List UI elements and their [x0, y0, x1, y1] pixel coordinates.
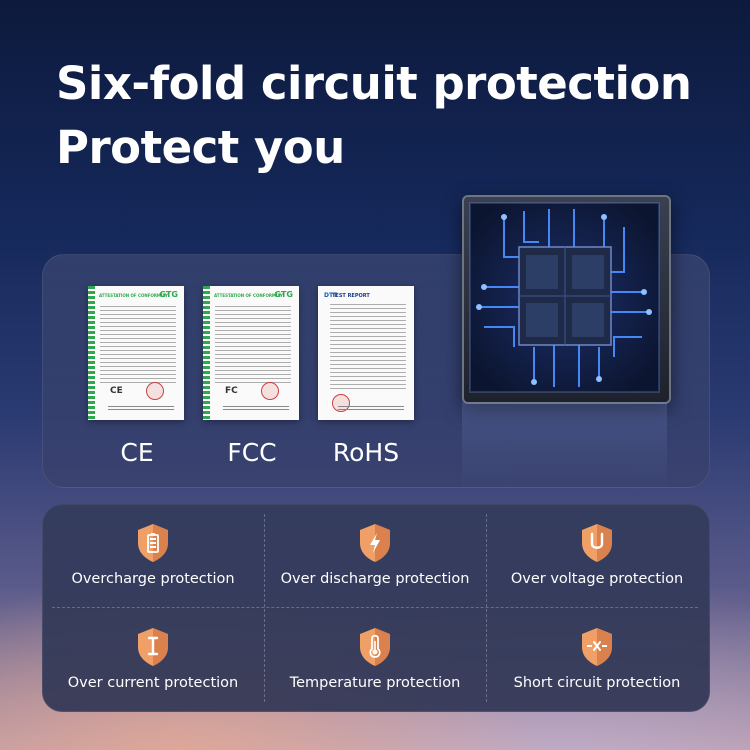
- divider: [52, 607, 698, 608]
- chip-reflection: [462, 402, 667, 492]
- u-icon: [582, 524, 612, 562]
- battery-icon: [138, 524, 168, 562]
- protection-label: Over current protection: [67, 675, 239, 691]
- fcc-label: FCC: [227, 438, 277, 467]
- protection-label: Over discharge protection: [280, 571, 470, 587]
- circuit-chip-icon: [469, 202, 660, 393]
- short-circuit-icon: [582, 628, 612, 666]
- short-circuit-protection-item: Short circuit protection: [486, 627, 708, 727]
- rohs-label: RoHS: [332, 438, 400, 467]
- ce-certificate-image: ATTESTATION OF CONFORMITY GTG CE: [88, 286, 184, 420]
- over-discharge-protection-item: Over discharge protection: [264, 523, 486, 623]
- temperature-protection-item: Temperature protection: [264, 627, 486, 727]
- title-line-1: Six-fold circuit protection: [56, 57, 692, 110]
- title-line-2: Protect you: [56, 121, 345, 174]
- protection-label: Overcharge protection: [71, 571, 235, 587]
- over-voltage-protection-item: Over voltage protection: [486, 523, 708, 623]
- fcc-certificate-image: ATTESTATION OF CONFORMITY GTG FC: [203, 286, 299, 420]
- thermometer-icon: [360, 628, 390, 666]
- i-icon: [138, 628, 168, 666]
- overcharge-protection-item: Overcharge protection: [42, 523, 264, 623]
- over-current-protection-item: Over current protection: [42, 627, 264, 727]
- protection-label: Temperature protection: [289, 675, 461, 691]
- protection-label: Short circuit protection: [513, 675, 681, 691]
- divider: [264, 514, 265, 702]
- rohs-certificate-image: TEST REPORT DTT: [318, 286, 414, 420]
- chip-illustration: [462, 195, 671, 404]
- page-title: Six-fold circuit protection Protect you: [56, 52, 692, 180]
- protection-label: Over voltage protection: [510, 571, 684, 587]
- ce-label: CE: [120, 438, 154, 467]
- divider: [486, 514, 487, 702]
- lightning-icon: [360, 524, 390, 562]
